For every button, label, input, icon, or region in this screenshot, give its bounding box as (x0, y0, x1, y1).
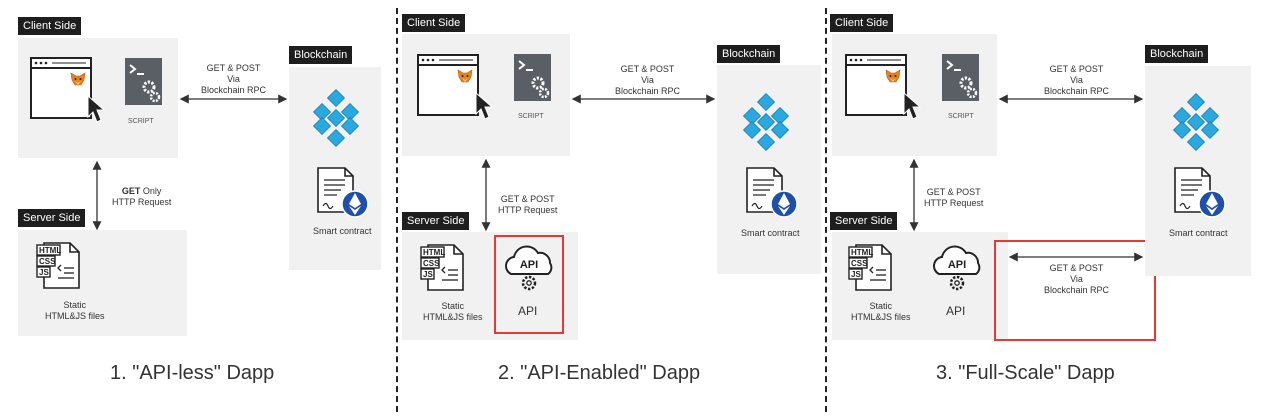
smart-contract-label: Smart contract (741, 228, 800, 238)
api-label: API (518, 304, 538, 318)
smart-contract-icon (746, 167, 798, 218)
client-side-tag: Client Side (830, 14, 894, 32)
get-only-arrow-label: GET Only HTTP Request (112, 186, 172, 207)
metamask-fox-icon (457, 69, 473, 83)
metamask-fox-icon (885, 69, 901, 83)
file-line-html: HTML (423, 248, 445, 257)
blockchain-tag: Blockchain (1145, 45, 1209, 63)
api-cloud-icon: API (933, 245, 981, 291)
file-line-html: HTML (851, 248, 873, 257)
get-post-arrow-label: GET & POST HTTP Request (498, 194, 558, 215)
script-label: SCRIPT (948, 113, 974, 120)
smart-contract-icon (317, 167, 369, 218)
file-line-js: JS (423, 270, 433, 279)
server-side-tag: Server Side (830, 212, 898, 230)
api-cloud-text: API (520, 259, 538, 271)
script-label: SCRIPT (518, 113, 544, 120)
get-post-arrow-label: GET & POST HTTP Request (924, 187, 984, 208)
api-highlight-box (494, 235, 564, 334)
caption-api-enabled: 2. "API-Enabled" Dapp (498, 362, 701, 384)
browser-window-icon (417, 54, 479, 116)
blockchain-icon (742, 92, 790, 152)
api-cloud-text: API (948, 259, 966, 271)
script-label: SCRIPT (128, 118, 154, 125)
smart-contract-label: Smart contract (313, 226, 372, 236)
client-side-tag: Client Side (402, 14, 466, 32)
script-icon (514, 54, 551, 101)
server-side-tag: Server Side (18, 209, 86, 227)
browser-window-icon (845, 54, 907, 116)
blockchain-icon (312, 88, 360, 148)
file-line-html: HTML (39, 246, 61, 255)
section-divider-1 (396, 8, 398, 412)
code-file-icon: HTML CSS JS (420, 244, 464, 291)
smart-contract-label: Smart contract (1169, 228, 1228, 238)
browser-window-icon (30, 57, 92, 119)
blockchain-tag: Blockchain (717, 45, 781, 63)
client-side-tag: Client Side (18, 17, 82, 35)
file-line-css: CSS (423, 259, 440, 268)
section-divider-2 (825, 8, 827, 412)
caption-api-less: 1. "API-less" Dapp (110, 362, 275, 384)
api-label: API (946, 304, 966, 318)
cursor-icon (903, 91, 922, 120)
server-side-tag: Server Side (402, 212, 470, 230)
file-line-css: CSS (39, 257, 56, 266)
blockchain-tag: Blockchain (289, 46, 353, 64)
script-icon (942, 54, 979, 101)
file-line-js: JS (39, 268, 49, 277)
script-icon (125, 58, 162, 105)
blockchain-icon (1172, 92, 1220, 152)
metamask-fox-icon (70, 72, 86, 86)
caption-full-scale: 3. "Full-Scale" Dapp (936, 362, 1115, 384)
smart-contract-icon (1174, 167, 1226, 218)
static-files-label: Static HTML&JS files (423, 301, 483, 322)
file-line-js: JS (851, 270, 861, 279)
api-cloud-icon: API (505, 245, 553, 291)
static-files-label: Static HTML&JS files (851, 301, 911, 322)
api-rpc-highlight-box (994, 240, 1156, 341)
cursor-icon (475, 91, 494, 120)
code-file-icon: HTML CSS JS (36, 242, 80, 289)
cursor-icon (87, 94, 106, 123)
file-line-css: CSS (851, 259, 868, 268)
static-files-label: Static HTML&JS files (45, 300, 105, 321)
code-file-icon: HTML CSS JS (848, 244, 892, 291)
